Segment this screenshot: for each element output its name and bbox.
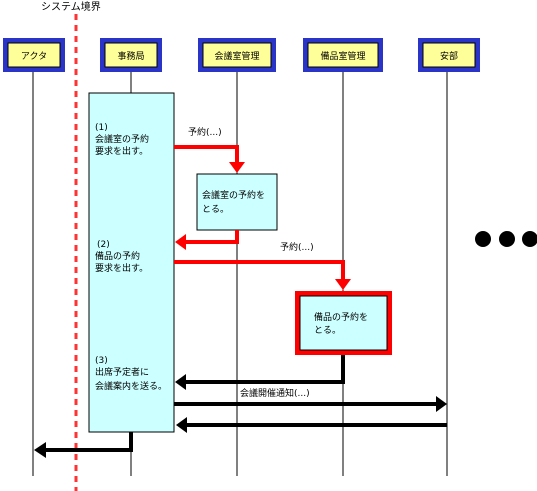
room-note-line-2: とる。 — [202, 204, 229, 215]
return-equipment-reserved — [175, 355, 345, 390]
activation-room-manager — [196, 173, 278, 231]
ellipsis-dot — [475, 231, 491, 247]
equipment-note-line-2: とる。 — [314, 325, 341, 336]
activation-secretariat — [88, 92, 175, 433]
step-2-line-1: (2) — [97, 240, 110, 250]
step-note-2: (2) 備品の予約 要求を出す。 — [95, 240, 148, 274]
actor-label-equipment-manager: 備品室管理 — [320, 50, 365, 62]
step-1-line-2: 会議室の予約 — [95, 133, 149, 145]
actor-label-secretariat: 事務局 — [117, 50, 144, 62]
return-meeting-notice — [176, 417, 447, 433]
actor-label-actor: アクタ — [21, 51, 47, 62]
actor-box-equipment-manager: 備品室管理 — [303, 38, 383, 72]
return-room-reserved — [175, 230, 239, 250]
step-2-line-3: 要求を出す。 — [95, 262, 148, 274]
step-3-line-2: 出席予定者に — [95, 366, 149, 378]
step-note-1: (1) 会議室の予約 要求を出す。 — [95, 123, 149, 157]
ellipsis-dots — [475, 231, 537, 247]
step-3-line-1: (3) — [95, 356, 108, 366]
message-label-reserve-equipment: 予約(...) — [280, 241, 314, 253]
step-3-line-3: 会議案内を送る。 — [95, 380, 167, 392]
message-label-reserve-room: 予約(...) — [188, 126, 222, 138]
actor-box-secretariat: 事務局 — [100, 38, 162, 72]
step-2-line-2: 備品の予約 — [95, 250, 140, 262]
actor-label-abe: 安部 — [440, 50, 458, 62]
actor-box-room-manager: 会議室管理 — [198, 38, 276, 72]
activation-equipment-manager — [299, 295, 388, 351]
ellipsis-dot — [499, 231, 515, 247]
actor-box-actor: アクタ — [3, 38, 65, 72]
equipment-note-line-1: 備品の予約を — [314, 311, 368, 323]
actor-box-abe: 安部 — [418, 38, 480, 72]
system-boundary-label: システム境界 — [41, 0, 101, 13]
actor-label-room-manager: 会議室管理 — [214, 50, 259, 62]
message-reserve-room: 予約(...) — [174, 126, 245, 173]
return-to-actor — [34, 432, 133, 458]
step-1-line-1: (1) — [95, 123, 108, 133]
step-1-line-3: 要求を出す。 — [95, 145, 148, 157]
message-reserve-equipment: 予約(...) — [174, 241, 351, 290]
room-note-line-1: 会議室の予約を — [202, 189, 265, 201]
message-label-meeting-notice: 会議開催通知(...) — [240, 387, 310, 399]
ellipsis-dot — [522, 231, 537, 247]
message-meeting-notice: 会議開催通知(...) — [174, 387, 447, 412]
step-note-3: (3) 出席予定者に 会議案内を送る。 — [95, 356, 167, 392]
